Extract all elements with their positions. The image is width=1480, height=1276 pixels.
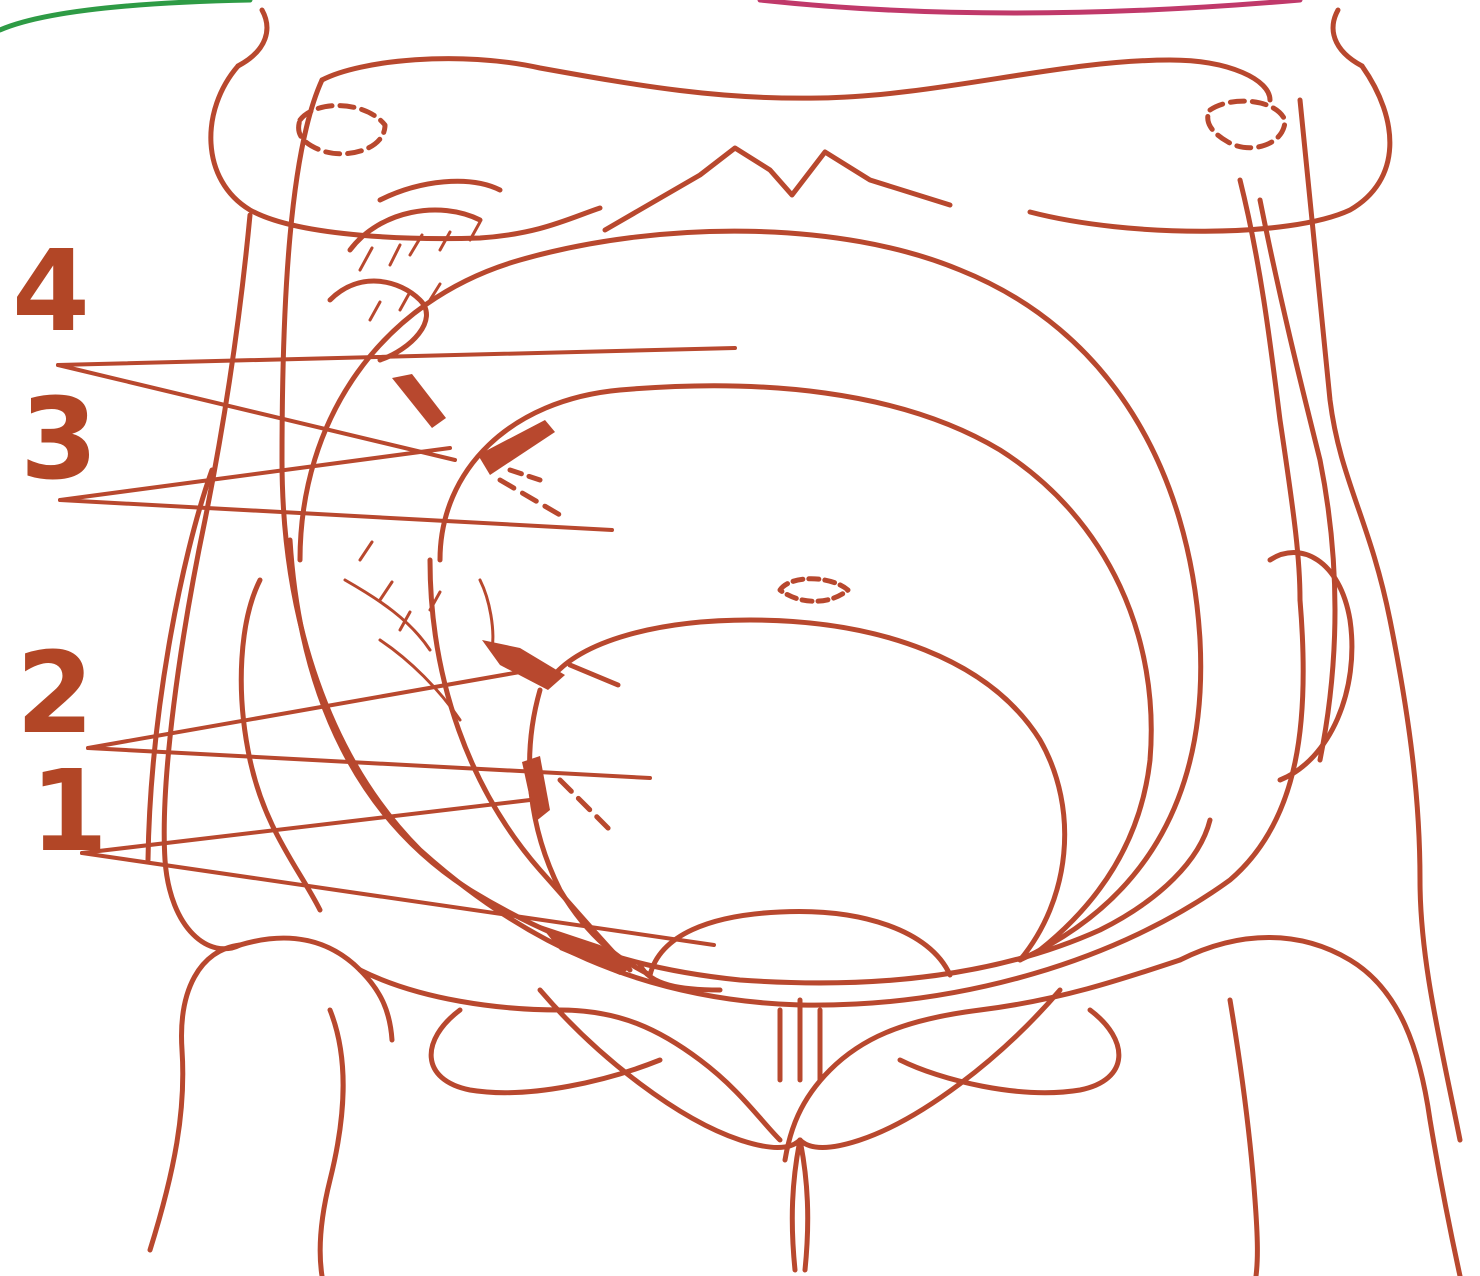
pointer-3b xyxy=(60,448,450,500)
pointer-2b xyxy=(88,672,520,748)
fundus-mark-1 xyxy=(522,756,550,822)
label-4: 4 xyxy=(12,236,90,348)
pointer-2a xyxy=(88,748,650,778)
fundus-mark-2 xyxy=(482,640,565,690)
label-1: 1 xyxy=(30,756,108,868)
top-decor-arc-green xyxy=(0,0,250,30)
label-pointer-lines xyxy=(58,348,735,945)
pelvis-right xyxy=(1180,938,1460,1276)
pelvis-left xyxy=(150,945,240,1250)
body-outline xyxy=(148,10,1460,1276)
umbilicus xyxy=(780,579,848,602)
fundal-line-level-2 xyxy=(550,620,1065,960)
top-decor-arc-pink xyxy=(760,0,1300,13)
label-3: 3 xyxy=(20,384,98,496)
pointer-3a xyxy=(60,500,612,530)
abdomen-top-contour xyxy=(322,59,1270,100)
uterus-fundal-levels xyxy=(290,231,1210,990)
pointer-1a xyxy=(82,853,714,945)
right-nipple xyxy=(1208,101,1285,148)
label-2: 2 xyxy=(16,638,94,750)
fundus-mark-4 xyxy=(392,374,446,428)
right-breast xyxy=(1030,66,1390,231)
